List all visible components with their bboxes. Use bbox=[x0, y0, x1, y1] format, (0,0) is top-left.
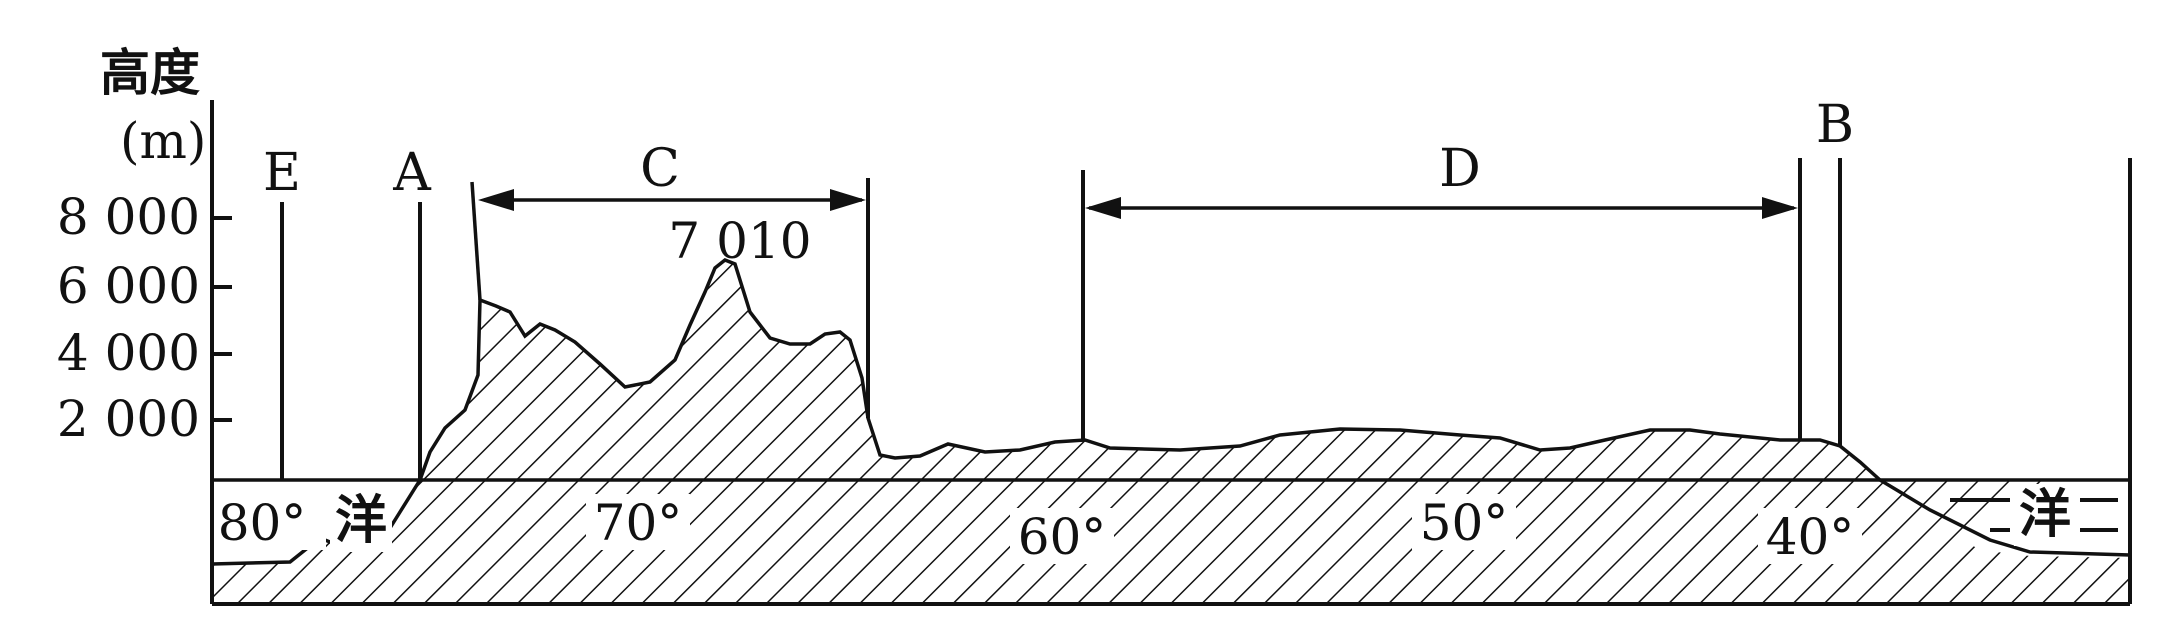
longitude-80: 80° bbox=[218, 494, 307, 552]
tick-label-8000: 8 000 bbox=[57, 188, 200, 246]
lon-80-bg bbox=[216, 494, 326, 550]
tick-label-6000: 6 000 bbox=[57, 257, 200, 315]
cliff-edge bbox=[470, 181, 482, 301]
seabed-area bbox=[212, 480, 2130, 604]
land-outline bbox=[418, 257, 2131, 557]
arrowhead-D-right bbox=[1762, 197, 1798, 219]
label-C: C bbox=[640, 139, 680, 199]
arrowhead-D-left bbox=[1085, 197, 1121, 219]
axis-unit: (m) bbox=[120, 112, 206, 170]
longitude-50: 50° bbox=[1420, 494, 1509, 552]
arrowhead-C-left bbox=[478, 189, 514, 211]
lon-40-bg bbox=[1758, 508, 1862, 564]
lon-70-bg bbox=[586, 494, 690, 550]
land-profile bbox=[420, 260, 1880, 480]
peak-elevation-label: 7 010 bbox=[668, 212, 811, 270]
ocean-label-right: 洋 bbox=[2019, 485, 2071, 545]
longitude-40: 40° bbox=[1766, 508, 1855, 566]
axis-title: 高度 bbox=[100, 44, 200, 102]
ocean-left-bg bbox=[330, 490, 392, 552]
lon-60-bg bbox=[1010, 508, 1114, 564]
label-D: D bbox=[1439, 139, 1481, 199]
label-E: E bbox=[263, 143, 301, 203]
tick-label-4000: 4 000 bbox=[57, 324, 200, 382]
lon-50-bg bbox=[1412, 494, 1516, 550]
ocean-label-left: 洋 bbox=[335, 491, 387, 551]
label-A: A bbox=[392, 143, 432, 203]
tick-label-2000: 2 000 bbox=[57, 390, 200, 448]
label-B: B bbox=[1816, 95, 1854, 155]
longitude-70: 70° bbox=[594, 494, 683, 552]
arrowhead-C-right bbox=[830, 189, 866, 211]
longitude-60: 60° bbox=[1018, 508, 1107, 566]
ocean-right-bg bbox=[2014, 484, 2076, 546]
